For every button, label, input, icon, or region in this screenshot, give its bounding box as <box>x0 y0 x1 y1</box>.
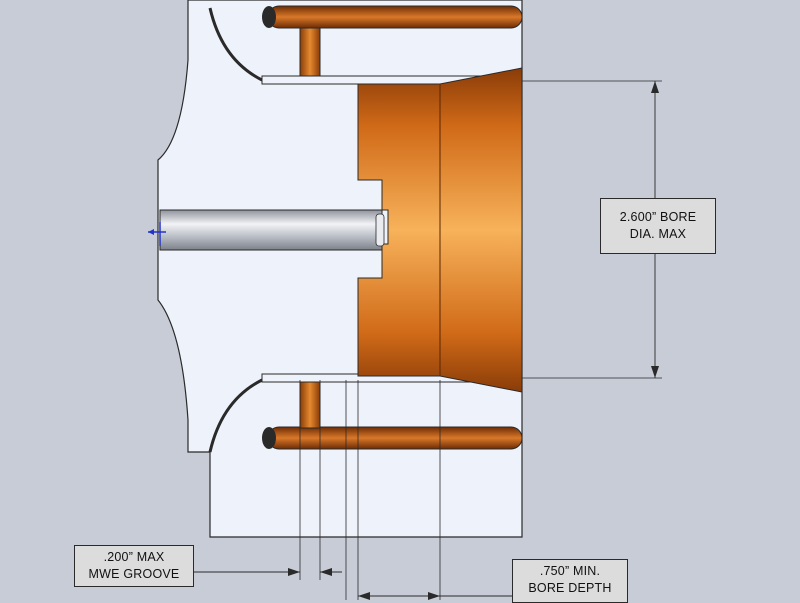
bore-depth-label-line1: .750” MIN. <box>539 564 601 578</box>
upper-channel <box>267 5 523 29</box>
lower-channel-cut <box>262 427 276 449</box>
bore-depth-label: .750” MIN. BORE DEPTH <box>512 559 628 603</box>
origin-marker-icon <box>148 222 166 246</box>
groove-dimension <box>194 380 342 580</box>
ejector-pin <box>159 209 383 251</box>
upper-fillet <box>208 7 263 82</box>
lower-fillet <box>208 378 263 453</box>
bore-dia-label-line2: DIA. MAX <box>629 227 687 241</box>
upper-riser <box>299 27 321 83</box>
bore-depth-label-line2: BORE DEPTH <box>528 581 612 595</box>
upper-channel-cut <box>262 6 276 28</box>
lower-channel <box>267 426 523 450</box>
bore-depth-dimension <box>345 380 512 600</box>
bore-dia-label: 2.600” BORE DIA. MAX <box>600 198 716 254</box>
groove-label-line1: .200” MAX <box>103 550 165 564</box>
bore-dia-dimension <box>522 80 662 379</box>
pin-tip <box>375 213 385 247</box>
groove-label: .200” MAX MWE GROOVE <box>74 545 194 587</box>
groove-label-line2: MWE GROOVE <box>88 567 180 581</box>
lower-riser <box>299 377 321 429</box>
bore-dia-label-line1: 2.600” BORE <box>619 210 697 224</box>
